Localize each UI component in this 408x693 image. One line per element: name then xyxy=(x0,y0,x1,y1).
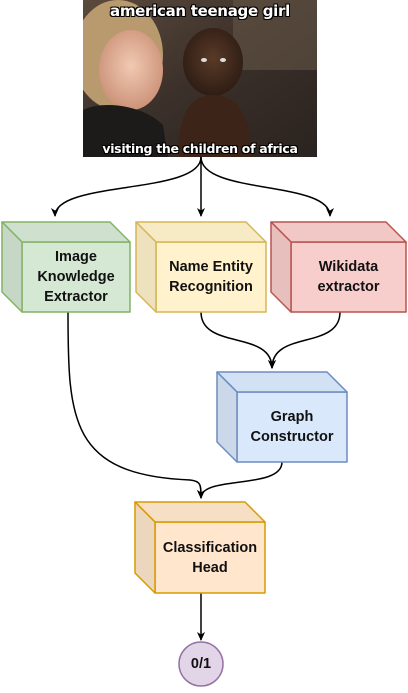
edge-wikidata-to-graph xyxy=(268,311,341,369)
output-node xyxy=(178,641,224,687)
name-entity-recognition-box xyxy=(135,221,267,313)
meme-bottom-caption: visiting the children of africa xyxy=(102,141,298,156)
graph-constructor-label: Graph Constructor xyxy=(250,409,334,445)
edge-ner-to-graph xyxy=(200,311,276,369)
meme-image: american teenage girl visiting the child… xyxy=(83,0,317,157)
meme-photo xyxy=(83,0,317,157)
meme-top-caption: american teenage girl xyxy=(110,2,290,20)
name-entity-recognition-label: Name Entity Recognition xyxy=(169,259,253,295)
wikidata-extractor-box xyxy=(270,221,407,313)
classification-head-box xyxy=(134,501,266,594)
classification-head-label: Classification Head xyxy=(162,539,258,576)
image-knowledge-extractor-box xyxy=(1,221,131,313)
output-label: 0/1 xyxy=(190,656,212,672)
edge-image-knowledge-to-classification xyxy=(67,311,205,499)
graph-constructor-box xyxy=(216,371,348,463)
image-knowledge-extractor-label: Image Knowledge Extractor xyxy=(37,249,115,305)
edge-image-to-wikidata xyxy=(200,156,334,217)
edge-image-to-image-knowledge xyxy=(51,156,202,217)
edge-graph-to-classification xyxy=(197,461,283,499)
wikidata-extractor-label: Wikidata extractor xyxy=(317,259,380,295)
